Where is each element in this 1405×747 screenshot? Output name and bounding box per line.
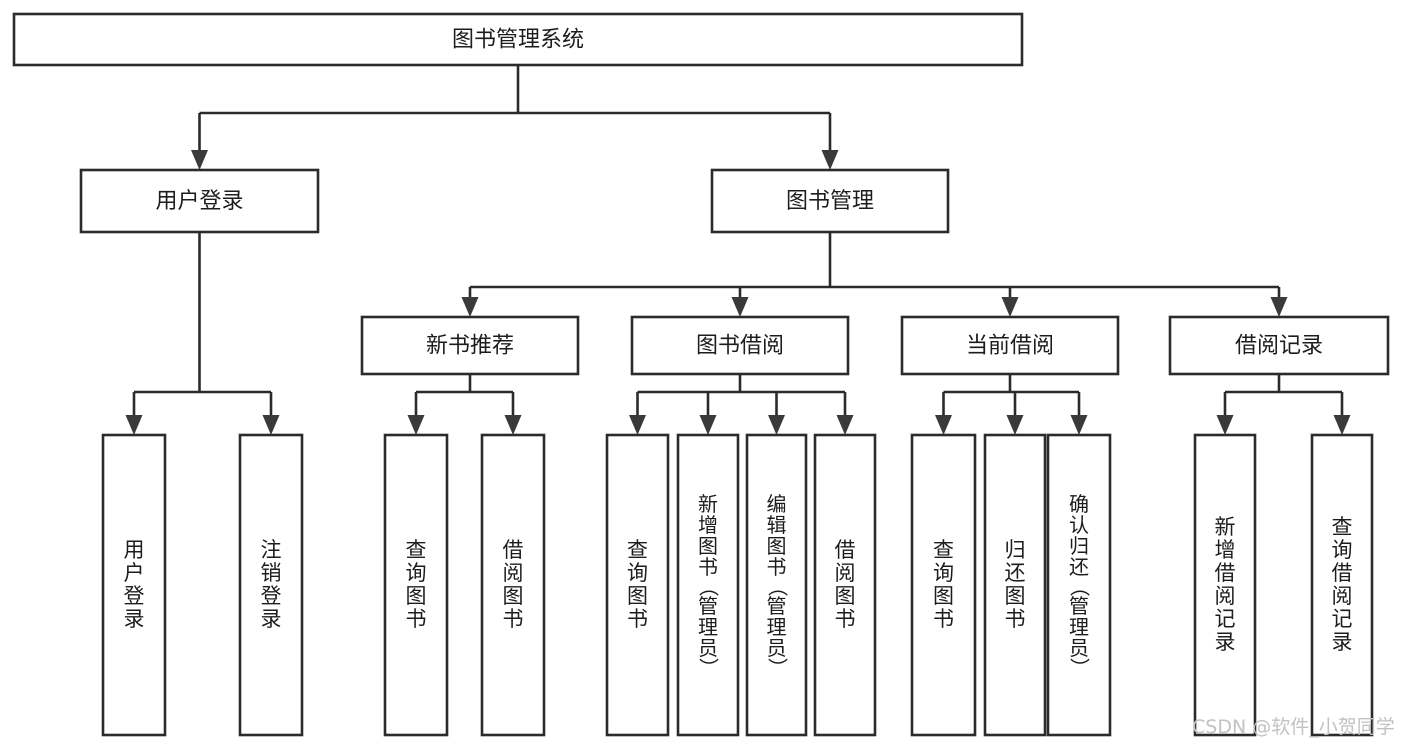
node-l7-编辑图书管理员-box[interactable] <box>745 433 808 737</box>
node-l9-查询图书-box[interactable] <box>910 433 977 737</box>
arrow-head-新书推荐 <box>461 297 479 317</box>
node-records-借阅记录-box[interactable] <box>1168 315 1390 376</box>
arrow-head-借阅图书 <box>504 415 522 435</box>
node-records-借阅记录-label: 借阅记录 <box>1235 334 1323 359</box>
node-l4-借阅图书-box[interactable] <box>480 433 546 737</box>
node-l1-用户登录-box[interactable] <box>101 433 167 737</box>
arrow-head-查询图书 <box>407 415 425 435</box>
arrow-head-图书借阅 <box>731 297 749 317</box>
node-newbook-新书推荐-box[interactable] <box>360 315 580 376</box>
node-l5-查询图书-box[interactable] <box>605 433 670 737</box>
node-l3-查询图书-box[interactable] <box>383 433 449 737</box>
node-login-用户登录-box[interactable] <box>79 168 320 234</box>
node-l7-编辑图书管理员[interactable] <box>745 433 808 737</box>
node-current-当前借阅[interactable]: 当前借阅 <box>900 315 1120 376</box>
node-newbook-新书推荐-label: 新书推荐 <box>426 334 514 359</box>
node-l6-新增图书管理员[interactable] <box>676 433 740 737</box>
node-borrow-图书借阅[interactable]: 图书借阅 <box>630 315 850 376</box>
node-bookmgmt-图书管理[interactable]: 图书管理 <box>710 168 950 234</box>
node-l4-借阅图书[interactable] <box>480 433 546 737</box>
node-current-当前借阅-label: 当前借阅 <box>966 334 1054 359</box>
node-l3-查询图书[interactable] <box>383 433 449 737</box>
arrow-head-编辑图书管理员 <box>768 415 785 435</box>
node-l13-查询借阅记录[interactable] <box>1310 433 1374 737</box>
arrow-head-确认归还管理员 <box>1070 415 1088 435</box>
arrow-head-借阅图书 <box>836 415 854 435</box>
arrow-head-当前借阅 <box>1001 297 1019 317</box>
node-l10-归还图书[interactable] <box>983 433 1047 737</box>
arrow-head-新增借阅记录 <box>1216 415 1234 435</box>
node-l2-注销登录-box[interactable] <box>238 433 304 737</box>
csdn-watermark: CSDN @软件_小贺同学 <box>1192 716 1395 738</box>
node-bookmgmt-图书管理-label: 图书管理 <box>786 189 874 214</box>
arrow-head-归还图书 <box>1006 415 1024 435</box>
node-borrow-图书借阅-box[interactable] <box>630 315 850 376</box>
arrow-head-查询借阅记录 <box>1333 415 1351 435</box>
node-l12-新增借阅记录-box[interactable] <box>1193 433 1257 737</box>
node-records-借阅记录[interactable]: 借阅记录 <box>1168 315 1390 376</box>
arrow-head-注销登录 <box>262 415 280 435</box>
node-root-图书管理系统[interactable]: 图书管理系统 <box>12 12 1024 67</box>
node-bookmgmt-图书管理-box[interactable] <box>710 168 950 234</box>
node-newbook-新书推荐[interactable]: 新书推荐 <box>360 315 580 376</box>
node-l8-借阅图书[interactable] <box>813 433 877 737</box>
node-l11-确认归还管理员-box[interactable] <box>1046 433 1112 737</box>
node-borrow-图书借阅-label: 图书借阅 <box>696 334 784 359</box>
node-root-图书管理系统-label: 图书管理系统 <box>452 28 584 53</box>
arrow-head-查询图书 <box>629 415 646 435</box>
edges-layer <box>125 65 1351 435</box>
node-l2-注销登录[interactable] <box>238 433 304 737</box>
node-l5-查询图书[interactable] <box>605 433 670 737</box>
node-l1-用户登录[interactable] <box>101 433 167 737</box>
node-login-用户登录-label: 用户登录 <box>155 189 243 214</box>
node-l9-查询图书[interactable] <box>910 433 977 737</box>
arrow-head-借阅记录 <box>1270 297 1288 317</box>
node-login-用户登录[interactable]: 用户登录 <box>79 168 320 234</box>
arrow-head-新增图书管理员 <box>699 415 717 435</box>
node-current-当前借阅-box[interactable] <box>900 315 1120 376</box>
arrow-head-图书管理 <box>821 150 839 170</box>
node-l8-借阅图书-box[interactable] <box>813 433 877 737</box>
node-l13-查询借阅记录-box[interactable] <box>1310 433 1374 737</box>
node-root-图书管理系统-box[interactable] <box>12 12 1024 67</box>
arrow-head-查询图书 <box>935 415 952 435</box>
arrow-head-用户登录 <box>125 415 143 435</box>
arrow-head-用户登录 <box>191 150 208 170</box>
node-l11-确认归还管理员[interactable] <box>1046 433 1112 737</box>
node-l10-归还图书-box[interactable] <box>983 433 1047 737</box>
node-l12-新增借阅记录[interactable] <box>1193 433 1257 737</box>
node-l6-新增图书管理员-box[interactable] <box>676 433 740 737</box>
